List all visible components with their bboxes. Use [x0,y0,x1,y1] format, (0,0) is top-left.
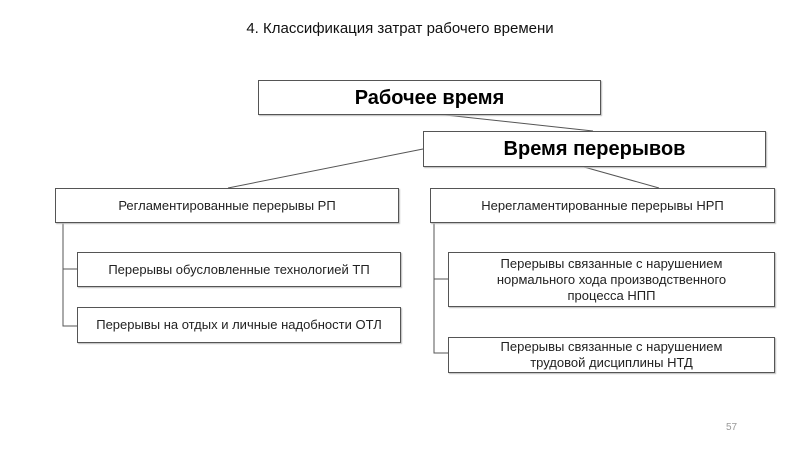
node-working-time: Рабочее время [258,80,601,115]
node-tech-breaks: Перерывы обусловленные технологией ТП [77,252,401,287]
connector-break-unregulated [583,166,660,189]
node-unregulated-breaks: Нерегламентированные перерывы НРП [430,188,775,223]
connector-working-break [435,113,594,132]
page-number: 57 [726,422,738,433]
node-regulated-breaks: Регламентированные перерывы РП [55,188,399,223]
slide-title: 4. Классификация затрат рабочего времени [246,20,554,37]
connector-regulated-rest [62,222,77,327]
node-break-time: Время перерывов [423,131,766,167]
node-production-breaks: Перерывы связанные с нарушением нормальн… [448,252,775,307]
node-rest-breaks: Перерывы на отдых и личные надобности ОТ… [77,307,401,343]
node-discipline-breaks: Перерывы связанные с нарушением трудовой… [448,337,775,373]
connector-break-regulated [227,148,424,189]
connector-unregulated-discipline [433,222,448,354]
